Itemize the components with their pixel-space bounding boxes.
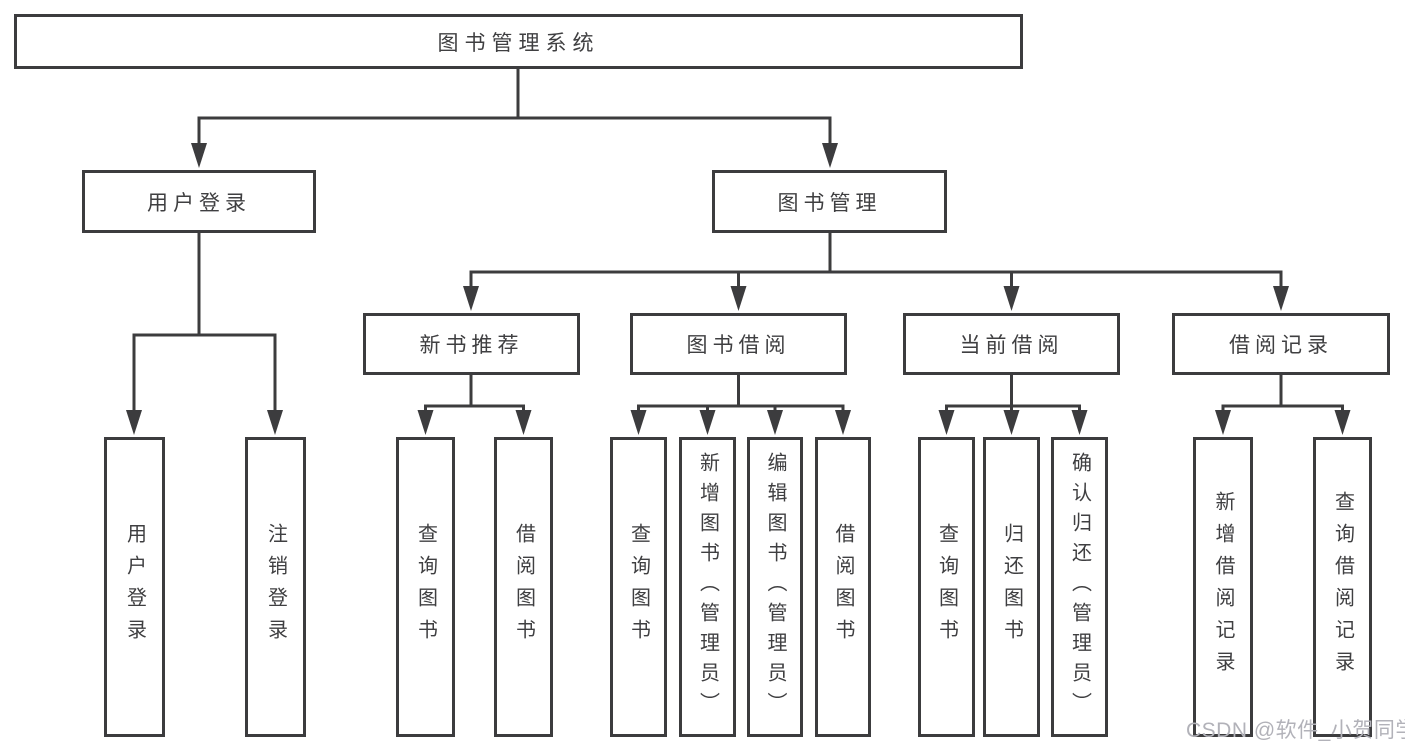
node-book-borrow: 图书借阅 (630, 313, 847, 375)
leaf-bb-edit-books-admin: 编辑图书（管理员） (747, 437, 803, 737)
leaf-bb-add-books-admin: 新增图书（管理员） (679, 437, 736, 737)
leaf-bb-add-books-admin-label: 新增图书（管理员） (696, 452, 719, 722)
leaf-user-login: 用户登录 (104, 437, 165, 737)
node-new-book-recommend: 新书推荐 (363, 313, 580, 375)
leaf-nb-borrow-books-label: 借阅图书 (512, 523, 535, 651)
leaf-bb-query-books-label: 查询图书 (627, 523, 650, 651)
leaf-nb-borrow-books: 借阅图书 (494, 437, 553, 737)
leaf-br-add-record: 新增借阅记录 (1193, 437, 1253, 737)
leaf-cb-return-books: 归还图书 (983, 437, 1040, 737)
leaf-logout-login: 注销登录 (245, 437, 306, 737)
leaf-nb-query-books: 查询图书 (396, 437, 455, 737)
leaf-br-add-record-label: 新增借阅记录 (1212, 491, 1234, 683)
leaf-bb-borrow-books-label: 借阅图书 (832, 523, 854, 651)
arrowheads (126, 143, 1351, 435)
leaf-cb-confirm-return-admin-label: 确认归还（管理员） (1068, 452, 1091, 722)
leaf-bb-borrow-books: 借阅图书 (815, 437, 871, 737)
node-book-management: 图书管理 (712, 170, 947, 233)
node-current-borrow: 当前借阅 (903, 313, 1120, 375)
node-borrow-records: 借阅记录 (1172, 313, 1390, 375)
leaf-nb-query-books-label: 查询图书 (414, 523, 437, 651)
leaf-cb-confirm-return-admin: 确认归还（管理员） (1051, 437, 1108, 737)
leaf-cb-query-books-label: 查询图书 (935, 523, 958, 651)
leaf-br-query-record: 查询借阅记录 (1313, 437, 1372, 737)
connector-edges (132, 69, 1344, 412)
leaf-bb-query-books: 查询图书 (610, 437, 667, 737)
leaf-br-query-record-label: 查询借阅记录 (1331, 491, 1354, 683)
node-library-system: 图书管理系统 (14, 14, 1023, 69)
csdn-watermark: CSDN @软件_小贺同学 (1186, 719, 1405, 742)
leaf-cb-query-books: 查询图书 (918, 437, 975, 737)
node-user-login: 用户登录 (82, 170, 316, 233)
leaf-logout-login-label: 注销登录 (264, 523, 287, 651)
leaf-cb-return-books-label: 归还图书 (1000, 523, 1023, 651)
leaf-bb-edit-books-admin-label: 编辑图书（管理员） (764, 452, 786, 722)
leaf-user-login-label: 用户登录 (123, 523, 146, 651)
